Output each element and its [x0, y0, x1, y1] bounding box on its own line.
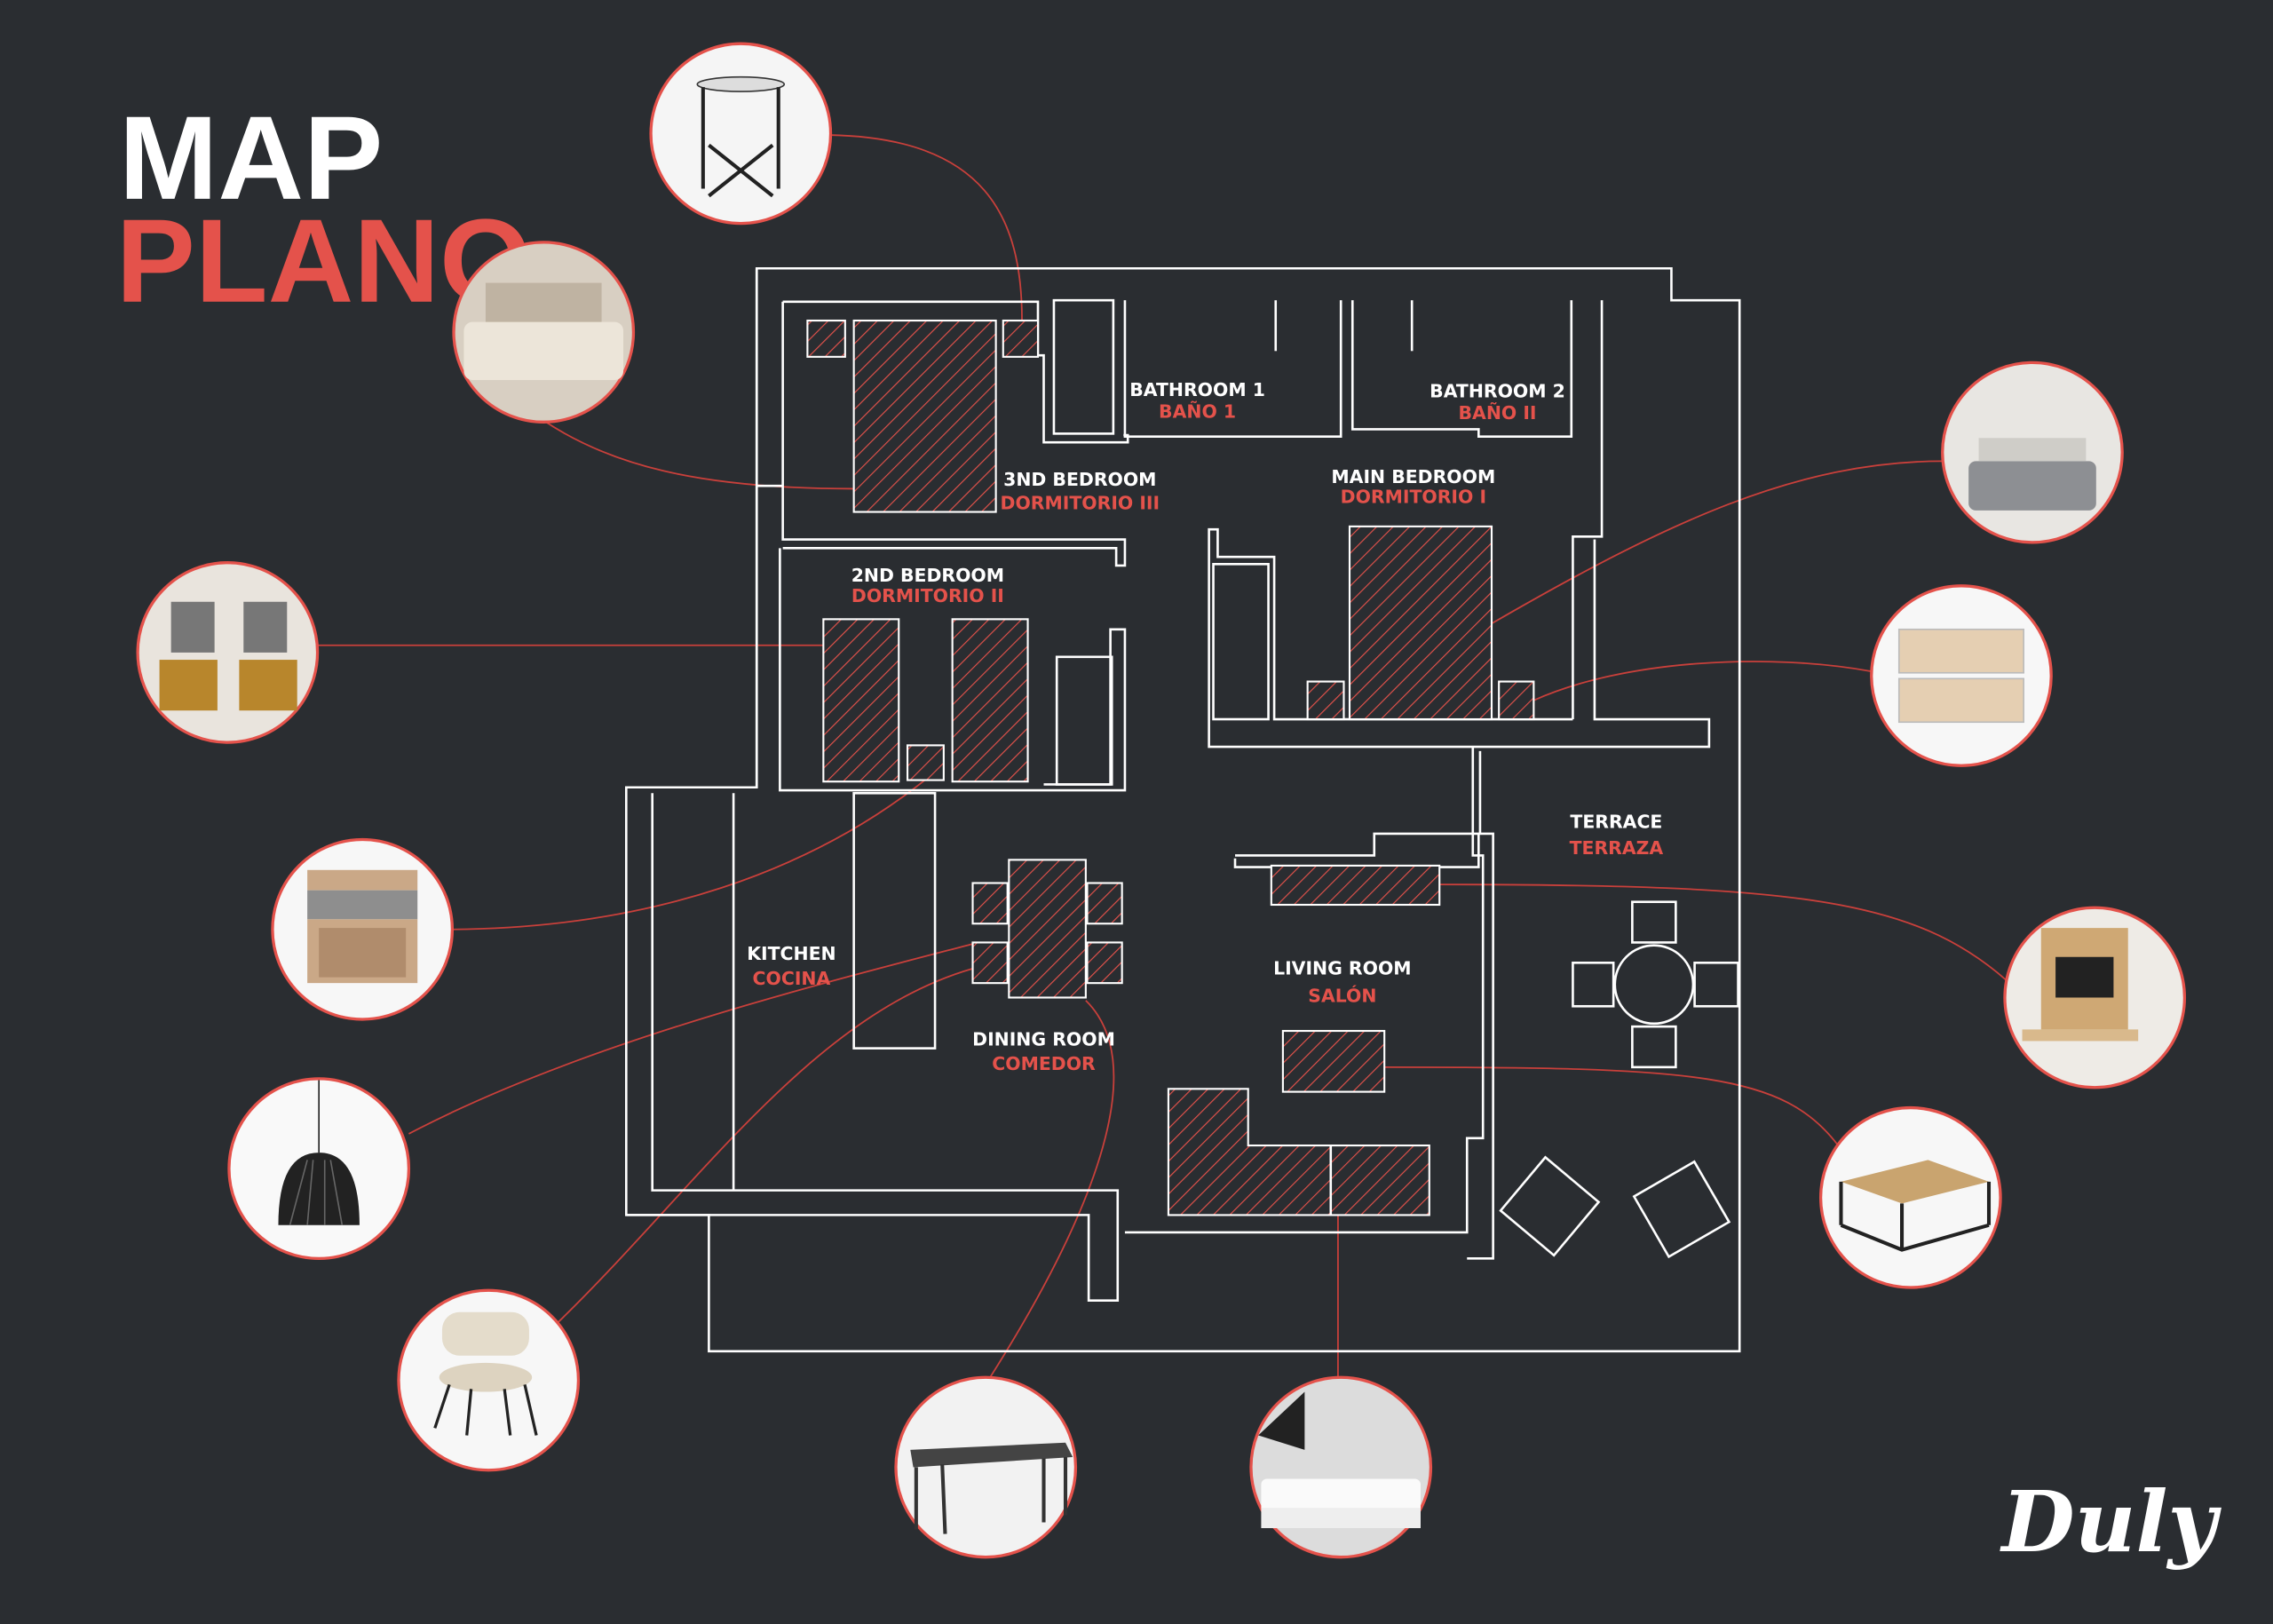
label-3rd-bedroom: 3ND BEDROOM: [1003, 469, 1156, 490]
coffee-table: [1281, 1029, 1386, 1093]
walls: [625, 266, 1741, 1353]
bed-3rd-bedroom: [852, 319, 997, 513]
label-bathroom-1: BATHROOM 1: [1129, 379, 1265, 400]
tv-unit: [1270, 864, 1441, 907]
dining-table-photo[interactable]: [894, 1375, 1078, 1559]
label-living-room: LIVING ROOM: [1273, 957, 1412, 978]
label-cocina: COCINA: [753, 968, 831, 989]
bed-photo[interactable]: [452, 241, 636, 424]
nightstand-photo[interactable]: [271, 837, 455, 1021]
label-comedor: COMEDOR: [992, 1053, 1096, 1074]
sun-lounger: [1632, 1160, 1731, 1259]
title-map: MAP: [119, 92, 383, 225]
coffee-table-photo[interactable]: [1818, 1105, 2002, 1289]
dining-chair: [971, 941, 1009, 985]
label-dormitorio-3: DORMITORIO III: [1001, 492, 1160, 513]
pendant-lamp-photo[interactable]: [227, 1077, 411, 1260]
sofa: [1167, 1088, 1430, 1216]
label-salon: SALÓN: [1308, 984, 1376, 1006]
label-dormitorio-1: DORMITORIO I: [1341, 487, 1486, 508]
label-bathroom-2: BATHROOM 2: [1430, 381, 1565, 402]
label-main-bedroom: MAIN BEDROOM: [1331, 466, 1495, 487]
nightstand: [1498, 680, 1535, 721]
nightstand: [1002, 319, 1040, 358]
dining-chair: [1086, 941, 1123, 985]
nightstand: [1306, 680, 1345, 721]
label-bano-2: BAÑO II: [1459, 401, 1537, 424]
dining-chair: [971, 882, 1009, 925]
tv-unit-photo[interactable]: [2003, 906, 2187, 1089]
dining-chair-photo[interactable]: [397, 1288, 581, 1472]
label-kitchen: KITCHEN: [747, 943, 836, 964]
nightstand: [806, 319, 846, 358]
twin-bed: [822, 618, 900, 783]
drawer-unit-photo[interactable]: [1870, 584, 2053, 767]
sofa-photo[interactable]: [1249, 1375, 1433, 1559]
room-labels: BATHROOM 1 BAÑO 1 BATHROOM 2 BAÑO II 3ND…: [747, 379, 1663, 1074]
nightstand: [906, 744, 945, 781]
twin-bed: [951, 618, 1029, 783]
sun-lounger: [1499, 1155, 1601, 1257]
furniture: [806, 319, 1739, 1259]
label-terraza: TERRAZA: [1570, 837, 1664, 859]
side-table-photo[interactable]: [649, 42, 833, 226]
terrace-table: [1613, 944, 1695, 1026]
label-terrace: TERRACE: [1570, 811, 1662, 832]
label-bano-1: BAÑO 1: [1159, 400, 1236, 422]
master-bedroom-photo[interactable]: [1941, 360, 2124, 544]
label-dining-room: DINING ROOM: [972, 1028, 1115, 1050]
label-dormitorio-2: DORMITORIO II: [851, 585, 1004, 606]
dining-table: [1008, 859, 1087, 999]
connector-lines: [317, 134, 2008, 1378]
dining-chair: [1086, 882, 1123, 925]
twin-bedroom-photo[interactable]: [136, 561, 320, 744]
product-photos: [136, 42, 2187, 1559]
bed-main-bedroom: [1348, 525, 1493, 721]
duly-logo: Duly: [2000, 1473, 2222, 1572]
label-2nd-bedroom: 2ND BEDROOM: [851, 565, 1004, 586]
